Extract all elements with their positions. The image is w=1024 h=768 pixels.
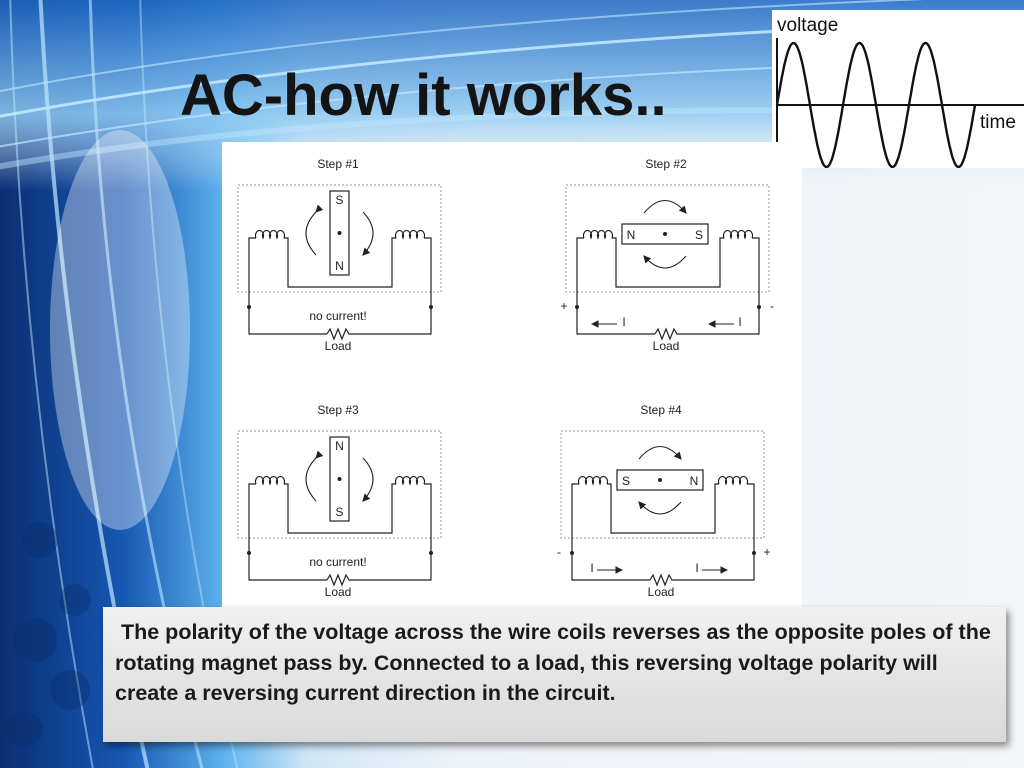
step-diagram-1: Step #1 Load S Nno current! [237,157,442,353]
step-3-magnet-pivot [337,477,342,481]
step-1-left-terminal [247,305,251,309]
step-4-magnet-right-pole: N [690,474,699,488]
step-1-rotation-arrow-right [362,211,374,256]
voltage-waveform-panel: voltage time [772,10,1024,168]
step-2-dashed-frame [565,184,770,293]
step-3-outer-wire-left [248,483,327,581]
step-4-current-label-left: I [590,561,593,575]
step-1-label: Step #1 [317,157,359,171]
step-3-load-resistor [326,573,352,587]
waveform-voltage-label: voltage [777,15,838,36]
step-4-left-polarity-sign: - [557,545,561,559]
step-1-status-text: no current! [309,309,366,323]
step-4-left-terminal [570,551,574,555]
step-4-magnet-left-pole: S [622,474,630,488]
step-3-rotation-arrow-left [305,450,324,502]
step-3-left-terminal [247,551,251,555]
step-4-left-coil [577,475,609,486]
step-2-current-label-right: I [738,315,741,329]
step-4-load-resistor [649,573,675,587]
step-1-load-label: Load [325,339,352,353]
step-4-right-polarity-sign: + [763,545,770,559]
step-1-left-coil [254,229,286,240]
step-diagram-4: Step #4 Load S N - + I I [557,403,771,599]
step-1-load-resistor [326,327,352,341]
waveform-time-label: time [980,112,1016,133]
step-2-magnet-left-pole: N [627,228,636,242]
step-4-current-label-right: I [695,561,698,575]
caption-box: The polarity of the voltage across the w… [103,607,1006,742]
step-1-magnet-top-pole: S [335,193,343,207]
step-2-outer-wire-left [576,237,655,335]
step-2-rotation-arrow-top [643,199,687,214]
step-4-right-coil [717,475,749,486]
step-2-left-coil [582,229,614,240]
step-2-load-resistor [654,327,680,341]
step-3-dashed-frame [237,430,442,539]
step-4-right-terminal [752,551,756,555]
step-diagram-2: Step #2 Load N S + - I I [560,157,774,353]
slide-title: AC-how it works.. [180,63,667,128]
step-3-inner-wire [284,483,396,534]
step-4-inner-wire [607,483,719,534]
step-3-magnet-bottom-pole: S [335,505,343,519]
step-3-magnet-top-pole: N [335,439,344,453]
step-2-right-terminal [757,305,761,309]
step-1-dashed-frame [237,184,442,293]
step-1-outer-wire-left [248,237,327,335]
step-2-load-label: Load [653,339,680,353]
sine-wave-curve [775,41,977,168]
step-2-magnet-pivot [663,232,667,236]
step-4-rotation-arrow-bottom [638,501,682,515]
step-1-outer-wire-right [352,237,432,335]
step-3-left-coil [254,475,286,486]
step-2-right-coil [722,229,754,240]
voltage-waveform: voltage time [775,15,1024,168]
step-3-label: Step #3 [317,403,359,417]
step-3-outer-wire-right [352,483,432,581]
step-1-rotation-arrow-left [305,204,324,256]
step-1-inner-wire [284,237,396,288]
caption-text: The polarity of the voltage across the w… [115,620,997,705]
step-4-rotation-arrow-top [638,445,682,460]
step-1-magnet-pivot [337,231,342,235]
step-1-magnet-bottom-pole: N [335,259,344,273]
step-1-right-coil [394,229,426,240]
step-2-rotation-arrow-bottom [643,255,687,269]
step-diagram-3: Step #3 Load N Sno current! [237,403,442,599]
step-2-left-polarity-sign: + [560,299,567,313]
step-3-status-text: no current! [309,555,366,569]
step-2-magnet-right-pole: S [695,228,703,242]
step-2-label: Step #2 [645,157,687,171]
step-2-left-terminal [575,305,579,309]
step-2-outer-wire-right [680,237,760,335]
step-3-rotation-arrow-right [362,457,374,502]
step-4-dashed-frame [560,430,765,539]
step-4-magnet-pivot [658,478,662,482]
step-3-load-label: Load [325,585,352,599]
step-4-outer-wire-right [675,483,755,581]
step-1-right-terminal [429,305,433,309]
step-4-label: Step #4 [640,403,682,417]
step-3-right-terminal [429,551,433,555]
step-2-right-polarity-sign: - [770,299,774,313]
step-4-load-label: Load [648,585,675,599]
step-2-current-label-left: I [622,315,625,329]
step-4-outer-wire-left [571,483,650,581]
step-3-right-coil [394,475,426,486]
step-2-inner-wire [612,237,724,288]
